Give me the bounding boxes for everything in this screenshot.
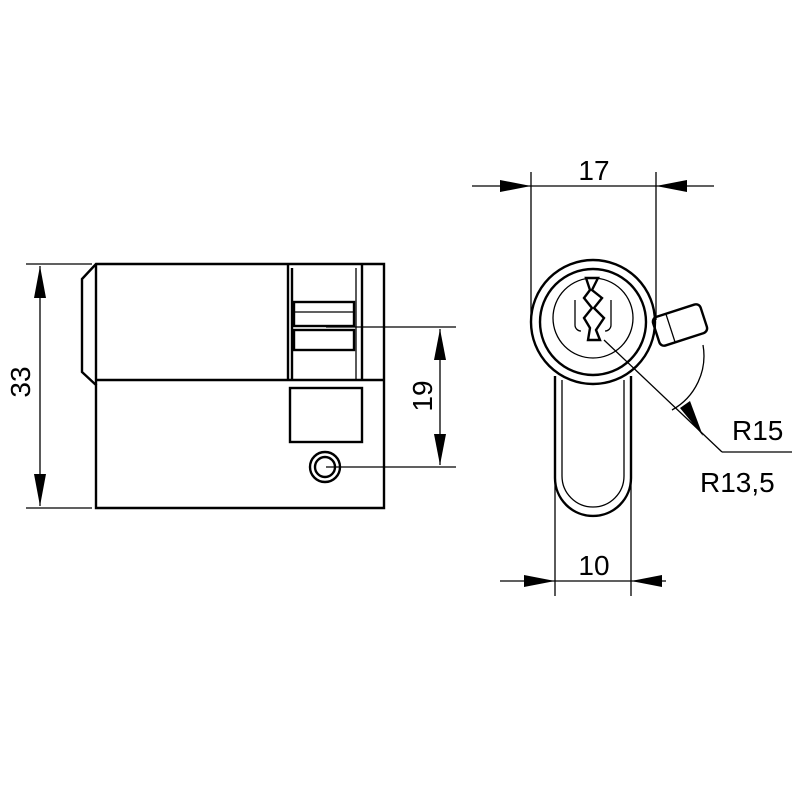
plug-inner-circle — [538, 267, 648, 377]
plug-outer-circle — [529, 258, 657, 386]
cam-inner-bottom — [292, 328, 356, 352]
keyway — [582, 276, 606, 342]
cam-lever — [651, 303, 709, 347]
dim-label-33: 33 — [5, 366, 36, 397]
arrow-17-left — [500, 180, 531, 192]
front-view: 17 10 R15 R13,5 — [472, 155, 792, 596]
cam-inner-top — [292, 300, 356, 328]
radius-arc-mark — [671, 344, 705, 411]
dim-label-r13-5: R13,5 — [700, 467, 775, 498]
dim-label-19: 19 — [407, 380, 438, 411]
key-pin-right — [604, 300, 612, 332]
side-view: 33 19 — [5, 262, 456, 510]
cylinder-body-outline — [80, 262, 386, 510]
radius-leader-arrow — [680, 401, 703, 436]
arrow-10-left — [524, 575, 555, 587]
profile-inner-outline — [561, 380, 625, 508]
arrow-33-top — [34, 266, 46, 298]
arrow-17-right — [656, 180, 687, 192]
profile-outline — [553, 376, 633, 518]
dim-label-10: 10 — [578, 550, 609, 581]
dim-label-17: 17 — [578, 155, 609, 186]
key-pin-left — [574, 300, 582, 332]
arrow-33-bottom — [34, 474, 46, 506]
arrow-19-bottom — [434, 434, 446, 465]
radius-leader-line — [603, 339, 723, 453]
cam-lever-block — [288, 386, 364, 444]
arrow-19-top — [434, 329, 446, 360]
dim-label-r15: R15 — [732, 415, 783, 446]
arrow-10-right — [631, 575, 662, 587]
